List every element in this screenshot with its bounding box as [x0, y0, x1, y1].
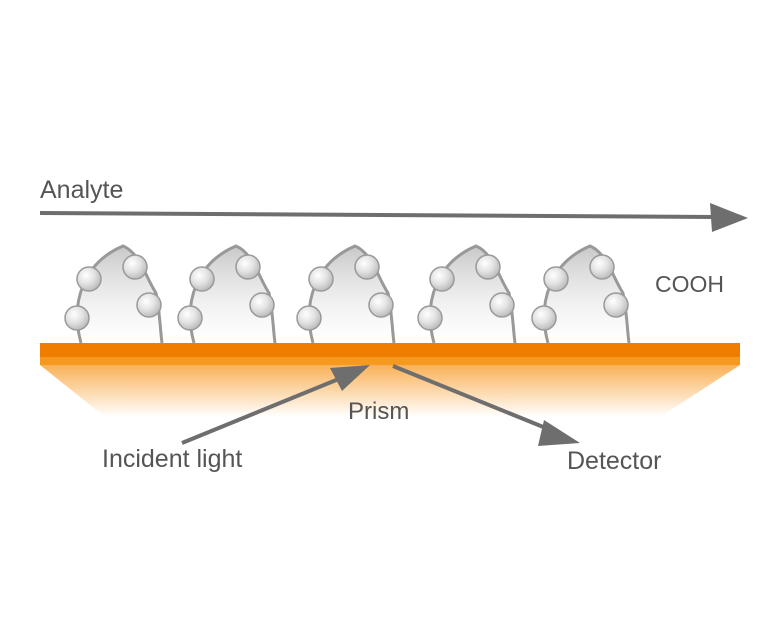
reflected-light-arrow	[392, 364, 580, 446]
molecule-3	[295, 244, 396, 345]
prism-label: Prism	[348, 398, 410, 425]
analyte-label: Analyte	[40, 176, 124, 204]
prism	[40, 365, 740, 417]
molecule-5	[530, 244, 631, 345]
gold-film-lower	[40, 357, 740, 365]
molecule-2	[176, 244, 277, 345]
cooh-label: COOH	[655, 271, 724, 297]
molecule-4	[416, 244, 517, 345]
immobilized-molecules	[63, 244, 631, 345]
incident-light-label: Incident light	[102, 445, 243, 473]
analyte-flow-arrow	[39, 203, 748, 232]
detector-label: Detector	[567, 447, 662, 475]
incident-light-arrow	[181, 365, 370, 445]
gold-film	[40, 343, 740, 357]
molecule-1	[63, 244, 164, 345]
